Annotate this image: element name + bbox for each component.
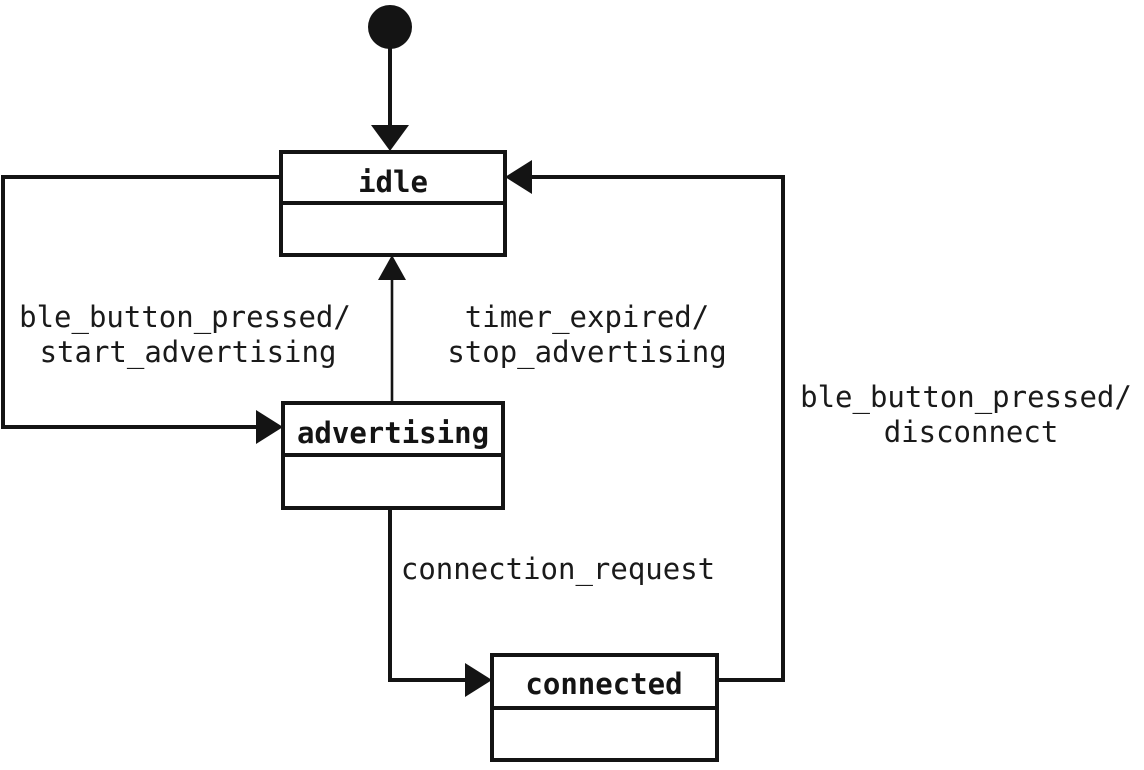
- label-idle-to-advertising-event: ble_button_pressed/: [19, 300, 351, 335]
- arrowhead-idle-to-advertising: [256, 410, 283, 444]
- label-connected-to-idle-event: ble_button_pressed/: [800, 380, 1132, 415]
- state-advertising: advertising: [281, 401, 505, 510]
- label-advertising-to-idle-event: timer_expired/: [465, 300, 709, 335]
- state-idle: idle: [279, 150, 507, 257]
- transition-advertising-to-connected-line: [388, 508, 465, 682]
- arrowhead-connected-to-idle: [505, 160, 532, 194]
- label-advertising-to-idle-action: stop_advertising: [447, 335, 726, 370]
- label-connected-to-idle-action: disconnect: [884, 415, 1059, 449]
- transition-idle-to-advertising-line: [1, 175, 281, 429]
- state-connected: connected: [490, 653, 719, 762]
- initial-state-dot: [368, 5, 412, 49]
- state-idle-label: idle: [358, 165, 428, 199]
- arrowhead-advertising-to-connected: [465, 663, 492, 697]
- arrowhead-initial-to-idle: [371, 125, 409, 151]
- label-idle-to-advertising-action: start_advertising: [40, 335, 337, 370]
- state-connected-label: connected: [525, 667, 682, 701]
- arrowhead-advertising-to-idle: [378, 255, 406, 280]
- transition-connected-to-idle-line: [531, 175, 785, 682]
- state-advertising-label: advertising: [297, 416, 489, 450]
- label-advertising-to-connected-event: connection_request: [401, 552, 715, 587]
